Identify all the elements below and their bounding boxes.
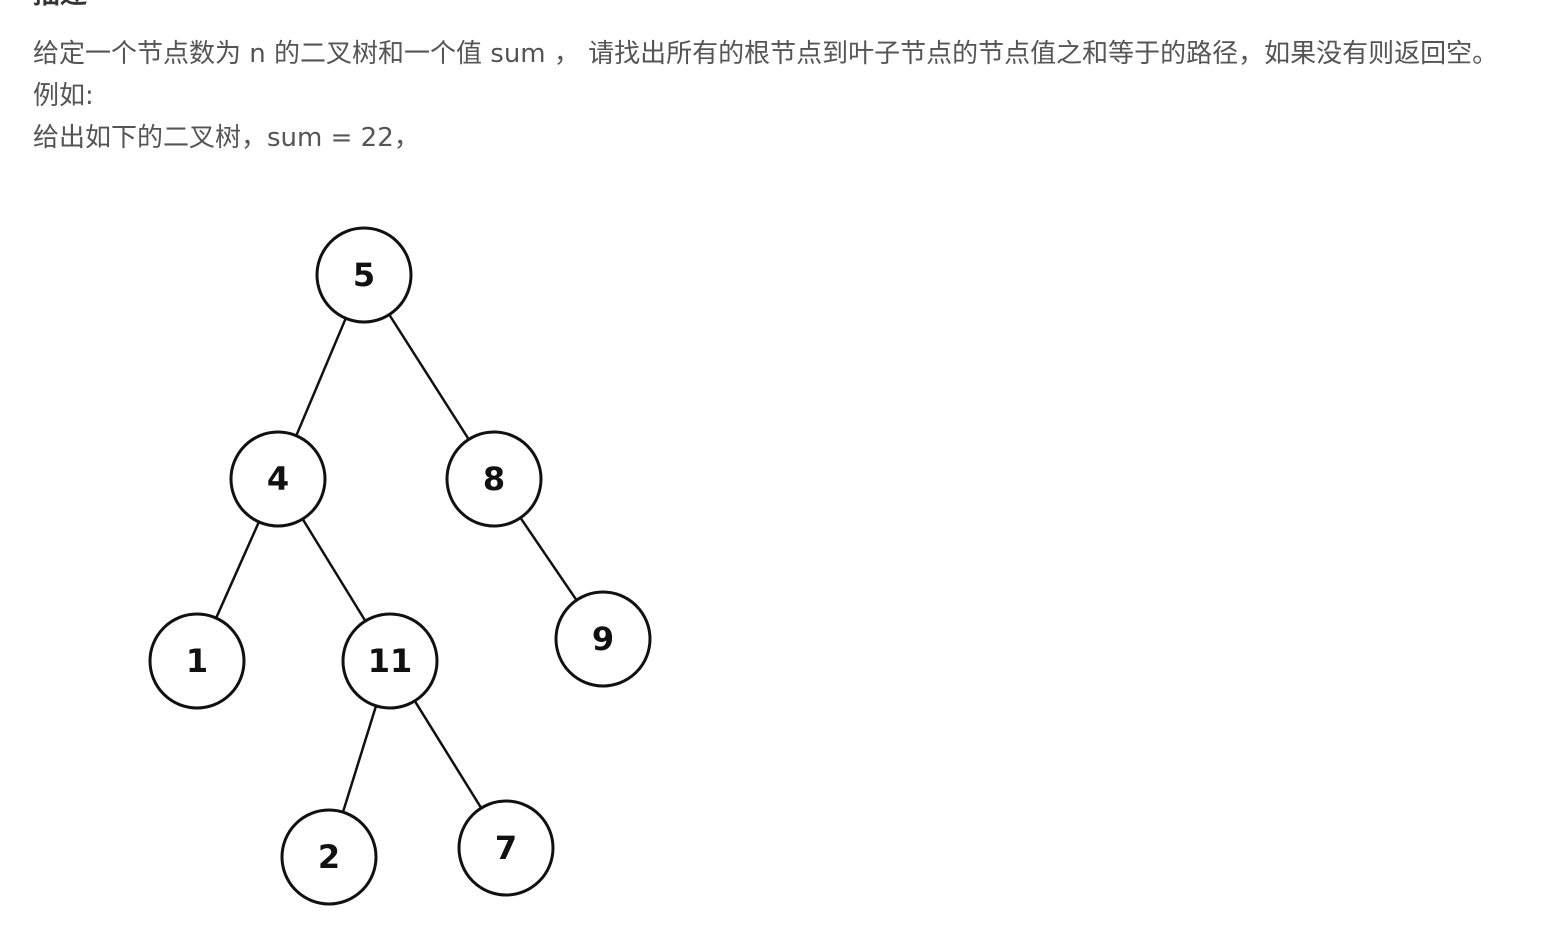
tree-node-circle (315, 226, 413, 324)
tree-node-11: 11 (341, 612, 439, 710)
tree-node-label: 7 (495, 829, 517, 867)
tree-node-2: 2 (280, 808, 378, 906)
tree-node-circle (280, 808, 378, 906)
tree-node-circle (341, 612, 439, 710)
tree-edge-n4-n11 (301, 518, 367, 622)
tree-edge-n11-n2 (341, 705, 378, 813)
tree-edges (214, 313, 578, 813)
tree-edge-n5-n4 (295, 317, 347, 437)
tree-edge-n4-n1 (214, 521, 261, 619)
tree-node-circle (554, 590, 652, 688)
description-paragraph: 给定一个节点数为 n 的二叉树和一个值 sum ， 请找出所有的根节点到叶子节点… (33, 39, 1499, 69)
section-title: 描述 (33, 0, 87, 12)
tree-node-circle (229, 430, 327, 528)
tree-node-8: 8 (445, 430, 543, 528)
tree-node-circle (148, 612, 246, 710)
tree-node-label: 4 (267, 460, 289, 498)
tree-node-5: 5 (315, 226, 413, 324)
tree-node-9: 9 (554, 590, 652, 688)
tree-edge-n11-n7 (413, 700, 483, 809)
problem-description: 给定一个节点数为 n 的二叉树和一个值 sum ， 请找出所有的根节点到叶子节点… (33, 33, 1523, 159)
tree-node-7: 7 (457, 799, 555, 897)
tree-node-label: 9 (592, 620, 614, 658)
tree-edge-n8-n9 (519, 517, 578, 601)
example-label: 例如: (33, 81, 94, 111)
tree-node-label: 2 (318, 838, 340, 876)
example-text: 给出如下的二叉树，sum = 22， (33, 123, 420, 153)
tree-node-circle (445, 430, 543, 528)
tree-edge-n5-n8 (388, 313, 470, 441)
tree-node-label: 5 (353, 256, 375, 294)
tree-node-4: 4 (229, 430, 327, 528)
tree-node-label: 11 (368, 642, 413, 680)
tree-node-label: 1 (186, 642, 208, 680)
tree-node-1: 1 (148, 612, 246, 710)
tree-node-label: 8 (483, 460, 505, 498)
tree-node-circle (457, 799, 555, 897)
